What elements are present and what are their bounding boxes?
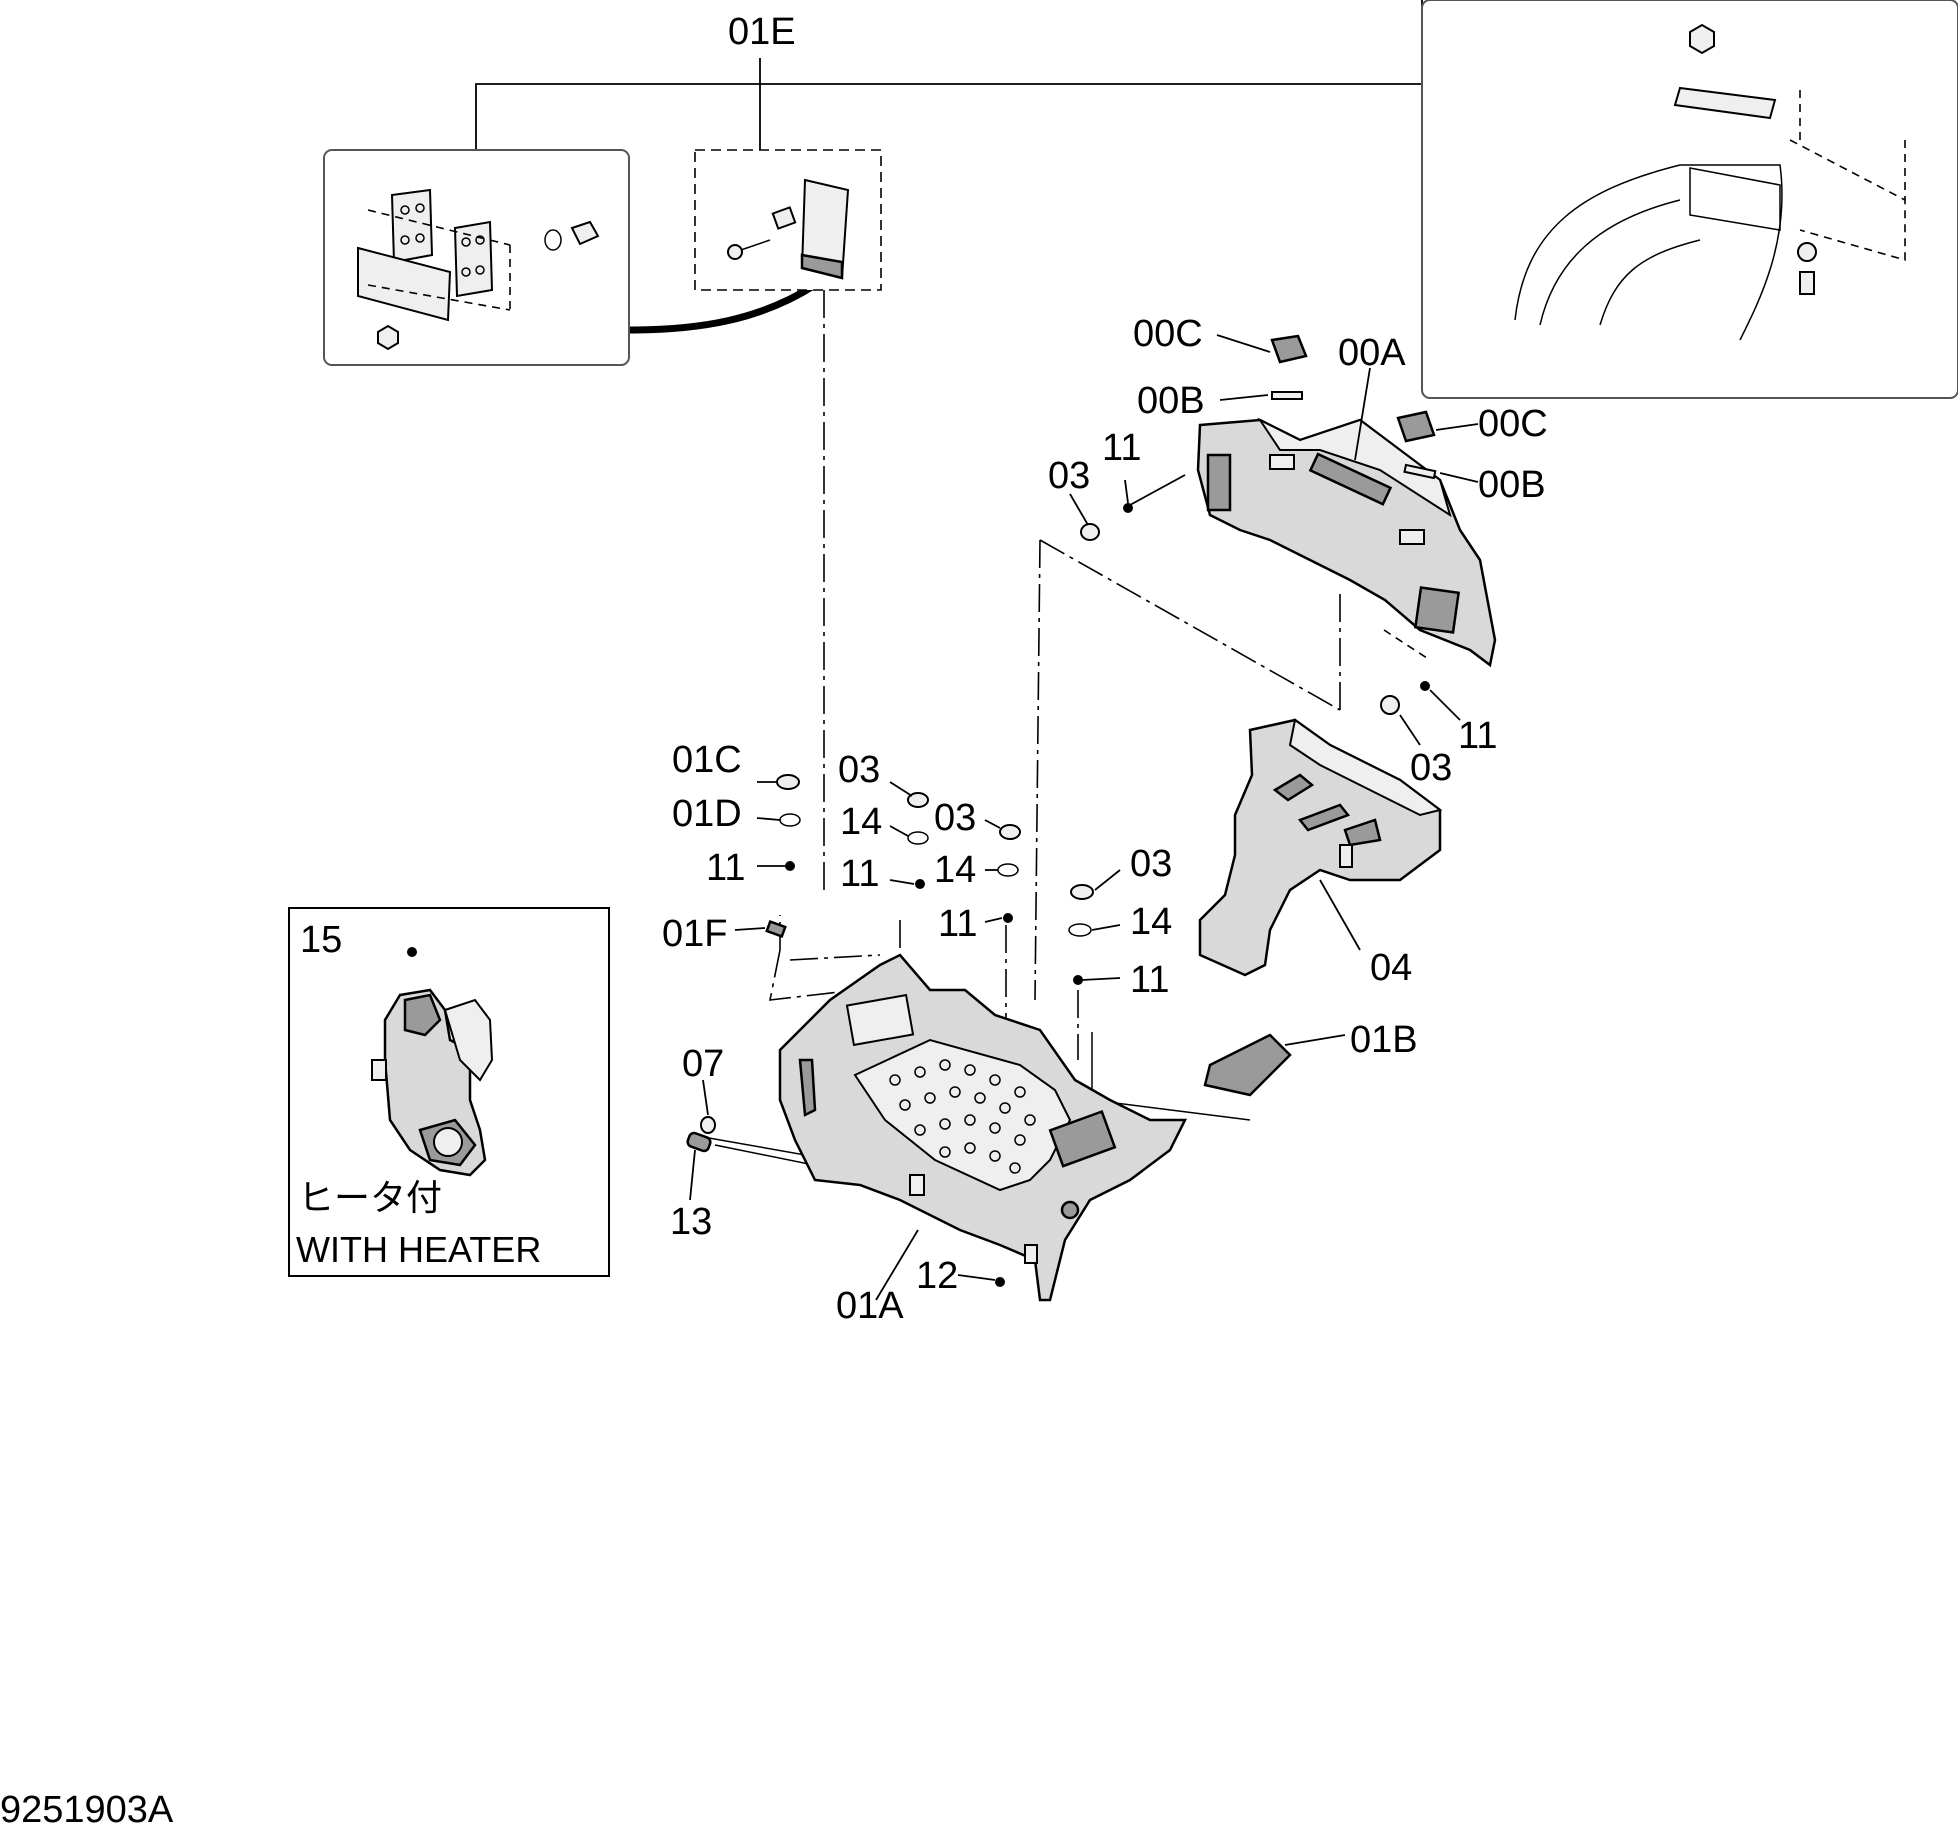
callout-01c: 01C bbox=[672, 739, 742, 781]
cap-01c-icon bbox=[776, 774, 800, 790]
callout-01b: 01B bbox=[1350, 1019, 1418, 1061]
heater-label-jp: ヒータ付 bbox=[298, 1177, 442, 1218]
callout-03: 03 bbox=[838, 749, 880, 791]
callout-00c: 00C bbox=[1478, 403, 1548, 445]
nut-icon bbox=[377, 324, 399, 351]
callout-11: 11 bbox=[706, 847, 745, 889]
screw-11-icon bbox=[1003, 913, 1013, 923]
callout-14: 14 bbox=[1130, 901, 1172, 943]
callout-03: 03 bbox=[1410, 747, 1452, 789]
plug-03-icon bbox=[1070, 884, 1094, 900]
callout-11: 11 bbox=[1130, 959, 1169, 1001]
screw-11-icon bbox=[1073, 975, 1083, 985]
callout-03: 03 bbox=[1048, 455, 1090, 497]
heater-inset: 15 ヒータ付 WITH HEATER bbox=[288, 907, 610, 1277]
callout-11: 11 bbox=[1102, 427, 1141, 469]
bolt-icon bbox=[1797, 242, 1817, 295]
callout-15: 15 bbox=[300, 919, 342, 961]
detail-box-clip bbox=[694, 149, 882, 291]
strip-00b-a bbox=[1271, 391, 1303, 400]
hinge-plate-icon bbox=[357, 188, 511, 322]
callout-11: 11 bbox=[1458, 715, 1497, 757]
callout-11: 11 bbox=[840, 853, 879, 895]
callout-04: 04 bbox=[1370, 947, 1412, 989]
bolt-icon bbox=[570, 220, 600, 246]
cap-07-icon bbox=[700, 1116, 716, 1134]
ring-01d-icon bbox=[779, 813, 801, 827]
cap-00c-b bbox=[1396, 410, 1436, 443]
plug-03-icon bbox=[1080, 523, 1100, 541]
heater-label-en: WITH HEATER bbox=[296, 1229, 541, 1270]
callout-03: 03 bbox=[934, 797, 976, 839]
screw-11-icon bbox=[915, 879, 925, 889]
callout-03: 03 bbox=[1130, 843, 1172, 885]
ring-14-icon bbox=[997, 863, 1019, 877]
screw-11-icon bbox=[1420, 681, 1430, 691]
callout-14: 14 bbox=[840, 801, 882, 843]
callout-13: 13 bbox=[670, 1201, 712, 1243]
ring-14-icon bbox=[1068, 923, 1092, 937]
detail-box-mount bbox=[1421, 0, 1958, 399]
bolt-13-icon bbox=[686, 1131, 712, 1153]
callout-07: 07 bbox=[682, 1043, 724, 1085]
callout-14: 14 bbox=[934, 849, 976, 891]
screw-11-icon bbox=[785, 861, 795, 871]
perforated-floor bbox=[889, 1059, 1036, 1174]
callout-01a: 01A bbox=[836, 1285, 904, 1327]
plug-03-icon bbox=[999, 824, 1021, 840]
callout-00a: 00A bbox=[1338, 332, 1406, 374]
clip-01f-icon bbox=[765, 919, 787, 939]
callout-12: 12 bbox=[916, 1255, 958, 1297]
callout-00b: 00B bbox=[1478, 464, 1546, 506]
cap-00c-a bbox=[1270, 334, 1308, 364]
washer-icon bbox=[544, 229, 562, 251]
console-rear-cover bbox=[1196, 417, 1497, 668]
callout-01f: 01F bbox=[662, 913, 727, 955]
heater-duct-icon bbox=[371, 947, 494, 1177]
callout-11: 11 bbox=[938, 903, 977, 945]
drawing-number: 9251903A bbox=[0, 1789, 174, 1827]
callout-00c: 00C bbox=[1133, 313, 1203, 355]
lid-01b bbox=[1203, 1033, 1292, 1097]
plug-03-icon bbox=[1380, 695, 1400, 715]
screw-icon bbox=[727, 239, 771, 260]
screw-12-icon bbox=[995, 1277, 1005, 1287]
ring-14-icon bbox=[907, 831, 929, 845]
fasteners bbox=[686, 503, 1430, 1287]
plug-03-icon bbox=[907, 792, 929, 808]
callout-01e: 01E bbox=[728, 11, 796, 53]
callout-01d: 01D bbox=[672, 793, 742, 835]
top-connector bbox=[475, 0, 1423, 152]
callout-labels: 01E 00C 00A 00B 00C 00B 11 03 11 03 01C … bbox=[662, 11, 1548, 1327]
air-duct bbox=[1198, 718, 1443, 977]
console-lower-body bbox=[778, 953, 1188, 1302]
detail-box-hinge bbox=[323, 149, 817, 366]
callout-00b: 00B bbox=[1137, 380, 1205, 422]
nut-icon bbox=[1689, 23, 1715, 55]
strip-00b-b bbox=[1403, 463, 1437, 480]
